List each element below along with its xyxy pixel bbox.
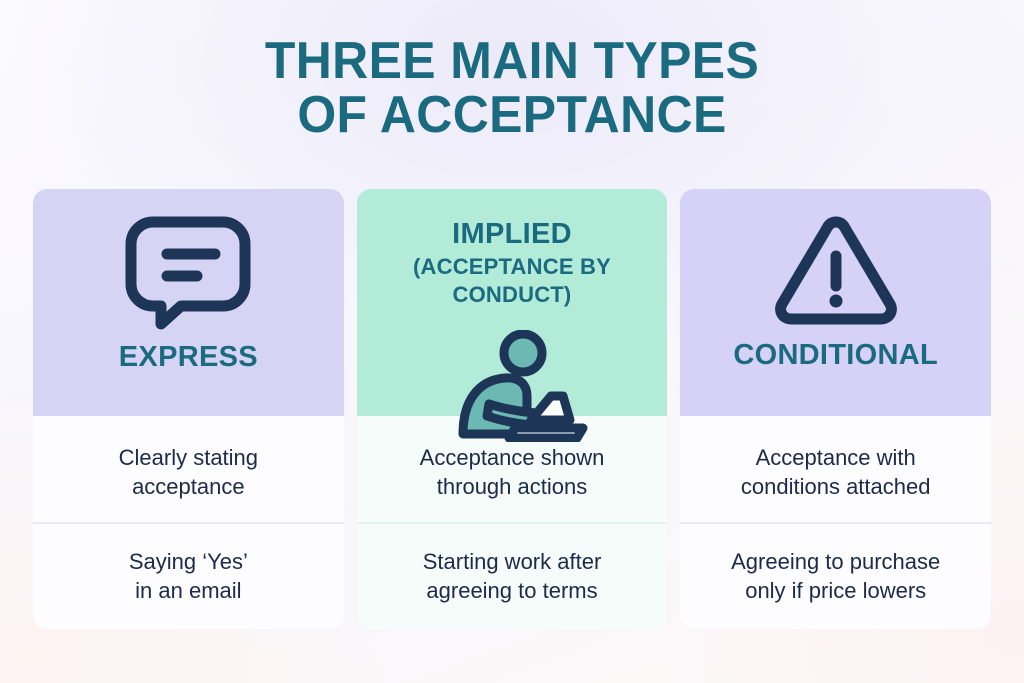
- card-express-example-line-2: in an email: [135, 578, 242, 604]
- card-express-title: EXPRESS: [118, 341, 258, 373]
- card-express-example-line-1: Saying ‘Yes’: [128, 549, 248, 575]
- person-at-desk-icon: [422, 322, 602, 442]
- page-title: THREE MAIN TYPES OF ACCEPTANCE: [0, 34, 1024, 142]
- card-implied-description: Acceptance shown through actions: [356, 416, 668, 524]
- card-implied-subtitle-line-2: CONDUCT): [452, 282, 572, 308]
- card-implied-example-line-1: Starting work after: [422, 549, 602, 575]
- card-implied-example: Starting work after agreeing to terms: [357, 524, 668, 630]
- card-implied-example-line-2: agreeing to terms: [426, 578, 598, 604]
- page-title-line-2: OF ACCEPTANCE: [297, 86, 727, 145]
- card-conditional-description-line-1: Acceptance with: [755, 444, 916, 470]
- card-implied-description-line-2: through actions: [436, 473, 588, 499]
- cards-row: EXPRESS Clearly stating acceptance Sayin…: [33, 189, 992, 630]
- warning-triangle-icon: [771, 213, 901, 329]
- card-implied-description-line-1: Acceptance shown: [419, 444, 605, 470]
- card-conditional[interactable]: CONDITIONAL Acceptance with conditions a…: [680, 189, 992, 630]
- card-conditional-example-line-2: only if price lowers: [745, 578, 927, 604]
- card-express-description-line-2: acceptance: [132, 473, 245, 499]
- card-express-description: Clearly stating acceptance: [33, 416, 344, 524]
- card-conditional-description-line-2: conditions attached: [740, 473, 931, 499]
- card-express-body: Clearly stating acceptance Saying ‘Yes’ …: [33, 416, 344, 629]
- card-implied-subtitle-line-1: (ACCEPTANCE BY: [413, 253, 611, 279]
- card-conditional-example: Agreeing to purchase only if price lower…: [680, 524, 991, 630]
- card-express-description-line-1: Clearly stating: [118, 444, 259, 470]
- card-implied[interactable]: IMPLIED (ACCEPTANCE BY CONDUCT): [356, 189, 668, 630]
- card-implied-body: Acceptance shown through actions Startin…: [356, 416, 668, 630]
- card-express-header: EXPRESS: [33, 189, 344, 416]
- card-conditional-example-line-1: Agreeing to purchase: [731, 549, 941, 575]
- card-conditional-title: CONDITIONAL: [733, 339, 939, 371]
- card-conditional-description: Acceptance with conditions attached: [680, 416, 992, 524]
- card-implied-title-block: IMPLIED (ACCEPTANCE BY CONDUCT): [413, 217, 611, 309]
- card-implied-title: IMPLIED: [452, 218, 572, 250]
- card-conditional-body: Acceptance with conditions attached Agre…: [680, 416, 992, 630]
- speech-bubble-icon: [125, 216, 251, 330]
- card-implied-header: IMPLIED (ACCEPTANCE BY CONDUCT): [356, 189, 668, 416]
- card-express-example: Saying ‘Yes’ in an email: [33, 524, 344, 630]
- card-conditional-header: CONDITIONAL: [680, 189, 992, 416]
- page-title-line-1: THREE MAIN TYPES: [264, 32, 760, 90]
- card-express[interactable]: EXPRESS Clearly stating acceptance Sayin…: [33, 189, 344, 629]
